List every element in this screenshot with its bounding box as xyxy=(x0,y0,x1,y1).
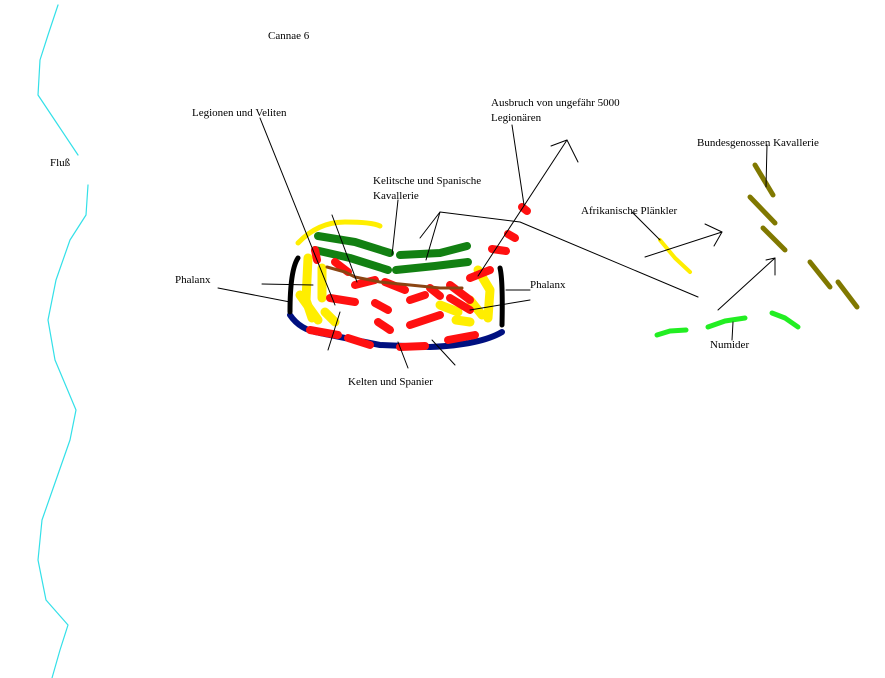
river-label: Fluß xyxy=(50,157,71,169)
arrows xyxy=(477,139,776,311)
breakout-label-2: Legionären xyxy=(491,112,542,124)
numidian-arrow xyxy=(717,257,776,311)
diagram-title: Cannae 6 xyxy=(268,30,310,42)
phalanx-left-label: Phalanx xyxy=(175,274,211,286)
celtic-cavalry-units xyxy=(311,232,472,274)
celts-spaniards-label: Kelten und Spanier xyxy=(348,376,433,388)
african-skirmishers-label: Afrikanische Plänkler xyxy=(581,205,678,217)
legions-label: Legionen und Veliten xyxy=(192,107,287,119)
phalanx-right-label: Phalanx xyxy=(530,279,566,291)
black-bracket-right xyxy=(497,265,505,328)
roman-legion-units xyxy=(306,203,531,351)
yellow-skirmisher-line xyxy=(295,219,383,246)
river-line xyxy=(37,4,79,156)
allied-cavalry-units xyxy=(747,162,860,310)
arrowhead-icon xyxy=(550,139,579,163)
skirmisher-arrow xyxy=(644,231,723,258)
arrowhead-icon xyxy=(765,257,776,276)
breakout-arrow xyxy=(477,139,568,277)
celtic-cavalry-label-2: Kavallerie xyxy=(373,190,419,202)
river-line xyxy=(37,184,89,678)
leader-lines xyxy=(217,117,768,369)
celtic-cavalry-label-1: Kelitsche und Spanische xyxy=(373,175,482,187)
breakout-label-1: Ausbruch von ungefähr 5000 xyxy=(491,97,620,109)
arrowhead-icon xyxy=(704,223,723,247)
numidian-units xyxy=(654,310,801,338)
black-bracket-left xyxy=(287,255,301,315)
african-skirmishers-unit xyxy=(658,238,692,274)
brown-line xyxy=(325,265,464,290)
numidians-label: Numider xyxy=(710,339,750,351)
allied-cavalry-label: Bundesgenossen Kavallerie xyxy=(697,137,819,149)
